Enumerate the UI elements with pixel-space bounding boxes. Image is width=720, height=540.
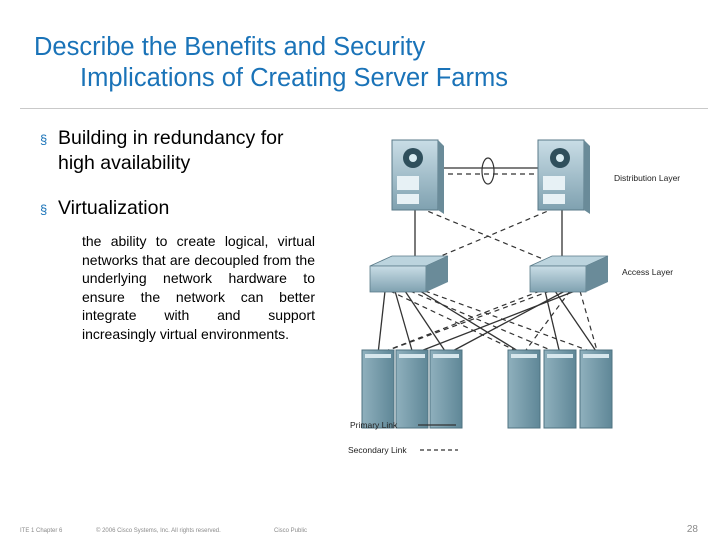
server-5 [543, 349, 577, 429]
bullet-marker: § [40, 202, 48, 217]
footer-classification: Cisco Public [274, 528, 308, 534]
access-switch-left [369, 255, 449, 293]
access-layer-label: Access Layer [622, 267, 673, 277]
title-divider [20, 108, 708, 109]
access-switch-right [529, 255, 609, 293]
bullet-marker: § [40, 132, 48, 147]
title-line-2: Implications of Creating Server Farms [80, 64, 508, 92]
primary-links [377, 167, 599, 355]
bullet-text: Building in redundancy for high availabi… [58, 127, 284, 174]
distribution-layer-label: Distribution Layer [614, 173, 680, 183]
etherchannel-ellipse [481, 157, 495, 185]
bullet-redundancy: § Building in redundancy for high availa… [40, 126, 320, 176]
secondary-links [377, 173, 599, 355]
secondary-link-label: Secondary Link [348, 445, 407, 455]
distribution-switch-right [537, 139, 590, 214]
distribution-switch-left [391, 139, 444, 214]
server-3 [429, 349, 463, 429]
footer-copyright: © 2006 Cisco Systems, Inc. All rights re… [96, 528, 221, 534]
virtualization-description: the ability to create logical, virtual n… [82, 233, 315, 342]
server-1 [361, 349, 395, 429]
primary-link-label: Primary Link [350, 420, 398, 430]
server-rack-group [361, 349, 613, 429]
server-6 [579, 349, 613, 429]
bullet-virtualization: § Virtualization [40, 196, 320, 221]
page-number: 28 [686, 524, 698, 535]
server-2 [395, 349, 429, 429]
server-4 [507, 349, 541, 429]
footer-course: ITE 1 Chapter 6 [20, 528, 63, 534]
slide-title: Describe the Benefits and Security Impli… [34, 32, 694, 94]
server-farm-diagram: Distribution Layer Access Layer Primary … [348, 139, 680, 455]
title-line-1: Describe the Benefits and Security [34, 33, 426, 61]
bullet-text: Virtualization [58, 197, 170, 219]
